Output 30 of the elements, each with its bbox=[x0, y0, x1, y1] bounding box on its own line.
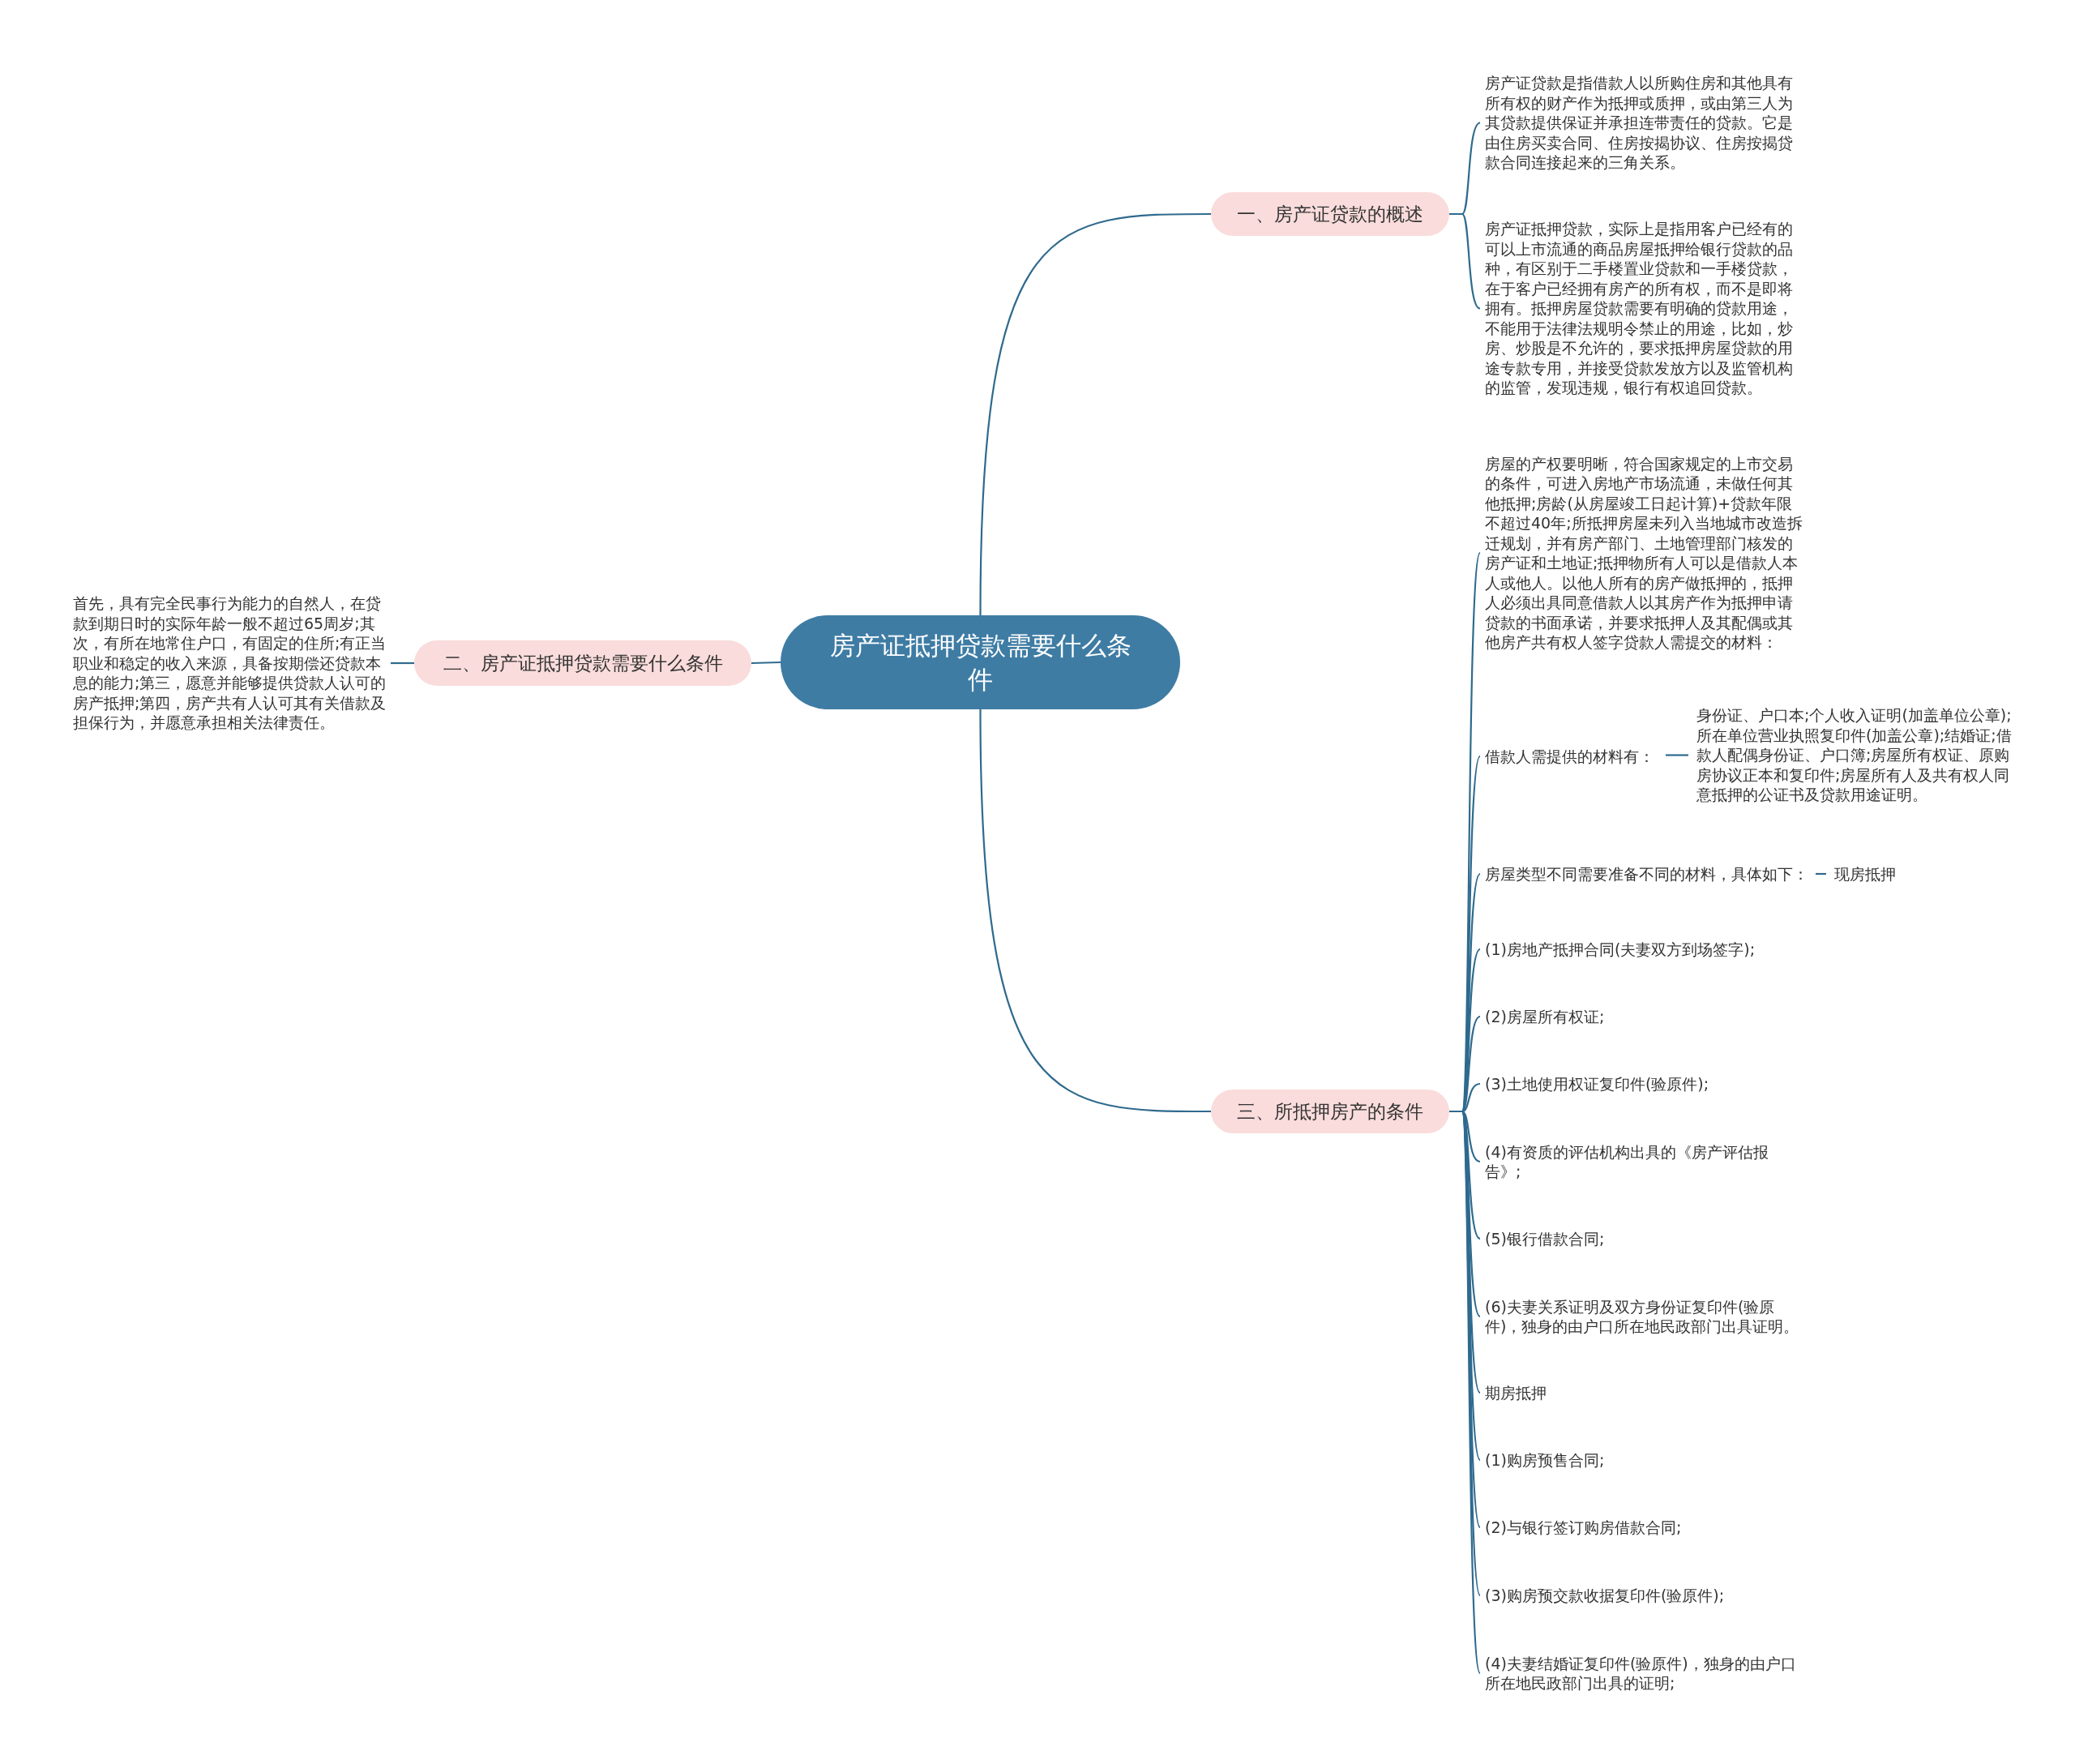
note-text: 期房抵押 bbox=[1485, 1382, 1825, 1403]
topic-box: 一、房产证贷款的概述 bbox=[1211, 192, 1449, 236]
connector-line bbox=[979, 212, 1211, 615]
topic-box: 三、所抵押房产的条件 bbox=[1211, 1090, 1449, 1133]
connector-line bbox=[1666, 754, 1688, 756]
note-text: (1)房地产抵押合同(夫妻双方到场签字); bbox=[1485, 939, 1825, 960]
central-topic: 房产证抵押贷款需要什么条件 bbox=[781, 615, 1180, 709]
note-text: (1)购房预售合同; bbox=[1485, 1449, 1825, 1471]
note-text: 现房抵押 bbox=[1834, 863, 1915, 884]
note-text: 房屋的产权要明晰，符合国家规定的上市交易的条件，可进入房地产市场流通，未做任何其他抵押;房龄(从房屋竣工日起计算)+贷款年限不超过40年;所抵押房屋未列入当地城市改造拆迁规划，并有房产部门、土地管理部门核发的房产证和土地证;抵押物所有人可以是借款人本人或他人。以他人所有的房产做抵押的，抵押人必须出具同意借款人以其房产作为抵押申请贷款的书面承诺，并要求抵押人及其配偶或其他房产共有权人签字贷款人需提交的材料： bbox=[1485, 443, 1803, 662]
connector-line bbox=[1449, 212, 1481, 310]
note-text: (5)银行借款合同; bbox=[1485, 1228, 1825, 1249]
topic-box: 二、房产证抵押贷款需要什么条件 bbox=[414, 640, 751, 686]
connector-line bbox=[751, 661, 781, 665]
note-text: (6)夫妻关系证明及双方身份证复印件(验原件)，独身的由户口所在地民政部门出具证明。 bbox=[1485, 1296, 1803, 1337]
note-text: 借款人需提供的材料有： bbox=[1485, 746, 1659, 767]
note-text: 房屋类型不同需要准备不同的材料，具体如下： bbox=[1485, 854, 1809, 894]
connector-line bbox=[391, 662, 414, 665]
note-text: 身份证、户口本;个人收入证明(加盖单位公章);所在单位营业执照复印件(加盖公章);结婚证;借款人配偶身份证、户口簿;房屋所有权证、原购房协议正本和复印件;房屋所有人及共有权人同意抵押的公证书及贷款用途证明。 bbox=[1696, 705, 2014, 805]
note-text: 房产证抵押贷款，实际上是指用客户已经有的可以上市流通的商品房屋抵押给银行贷款的品种，有区别于二手楼置业贷款和一手楼贷款，在于客户已经拥有房产的所有权，而不是即将拥有。抵押房屋贷款需要有明确的贷款用途，不能用于法律法规明令禁止的用途，比如，炒房、炒股是不允许的，要求抵押房屋贷款的用途专款专用，并接受贷款发放方以及监管机构的监管，发现违规，银行有权追回贷款。 bbox=[1485, 219, 1803, 398]
note-text: 房产证贷款是指借款人以所购住房和其他具有所有权的财产作为抵押或质押，或由第三人为其贷款提供保证并承担连带责任的贷款。它是由住房买卖合同、住房按揭协议、住房按揭贷款合同连接起来的三角关系。 bbox=[1485, 73, 1803, 173]
note-text: (4)有资质的评估机构出具的《房产评估报告》; bbox=[1485, 1141, 1803, 1182]
note-text: (2)房屋所有权证; bbox=[1485, 1006, 1825, 1027]
note-text: (3)购房预交款收据复印件(验原件); bbox=[1485, 1585, 1825, 1606]
note-text: 首先，具有完全民事行为能力的自然人，在贷款到期日时的实际年龄一般不超过65周岁;其次，有所在地常住户口，有固定的住所;有正当职业和稳定的收入来源，具备按期偿还贷款本息的能力;第三，愿意并能够提供贷款人认可的房产抵押;第四，房产共有人认可其有关借款及担保行为，并愿意承担相关法律责任。 bbox=[73, 593, 391, 733]
connector-line bbox=[1816, 872, 1826, 876]
connector-line bbox=[979, 709, 1211, 1113]
note-text: (4)夫妻结婚证复印件(验原件)，独身的由户口所在地民政部门出具的证明; bbox=[1485, 1653, 1803, 1693]
note-text: (3)土地使用权证复印件(验原件); bbox=[1485, 1073, 1825, 1094]
note-text: (2)与银行签订购房借款合同; bbox=[1485, 1517, 1825, 1538]
